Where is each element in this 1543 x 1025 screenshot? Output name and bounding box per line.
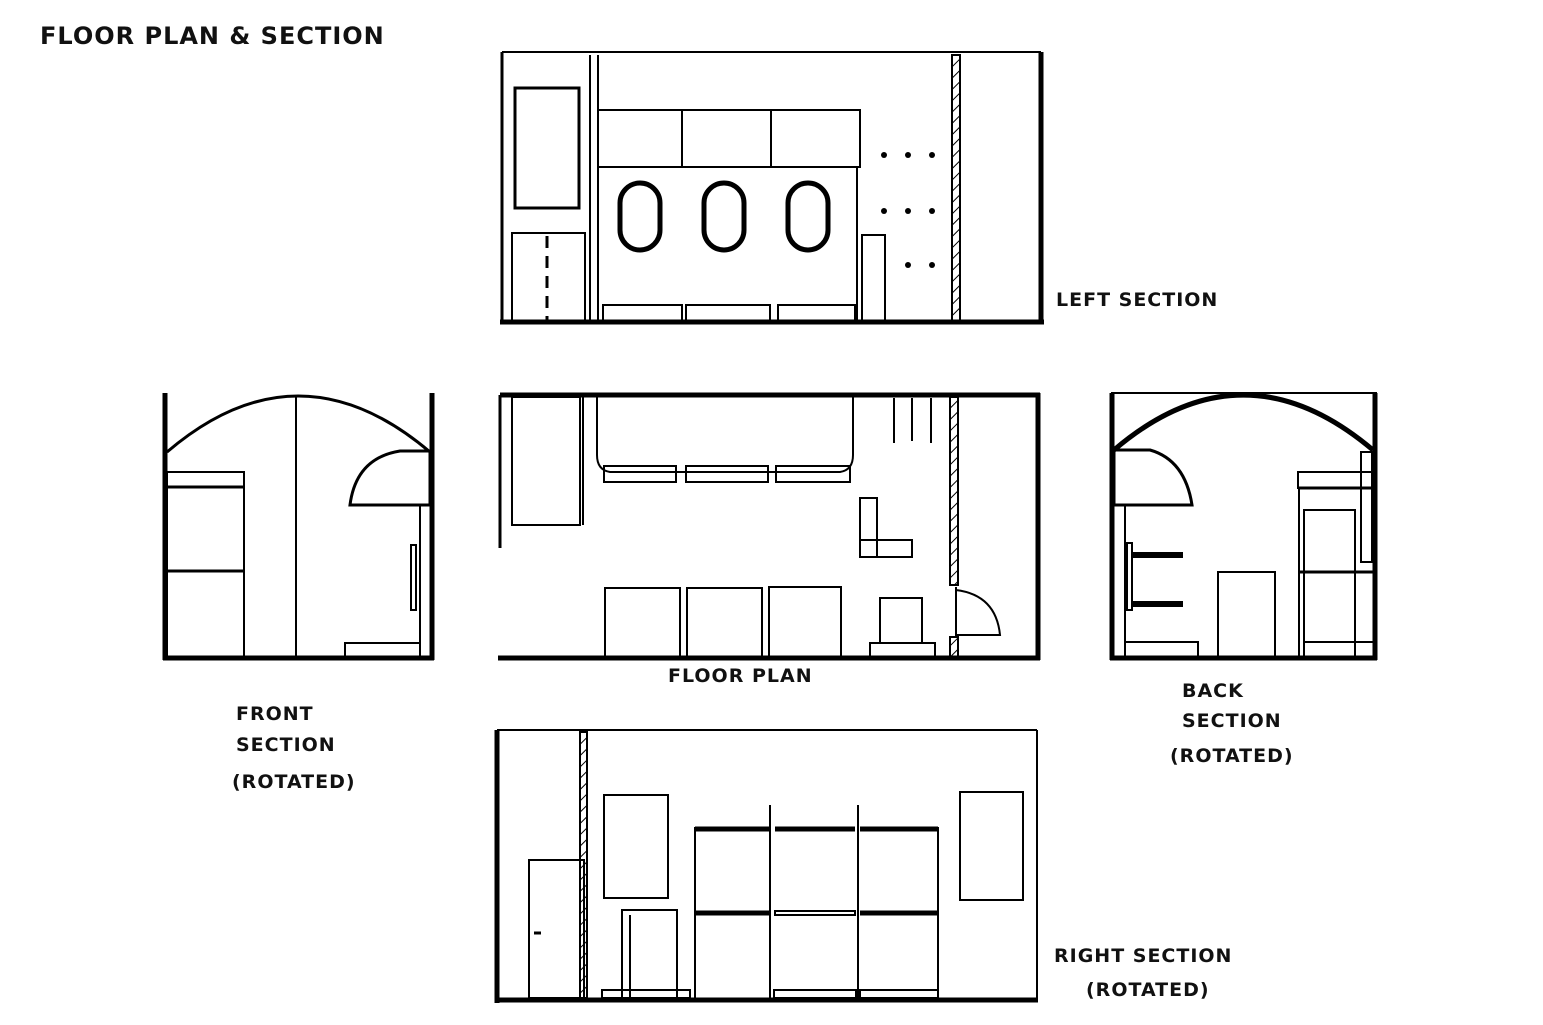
back-section-label-line3: (ROTATED) bbox=[1170, 745, 1294, 767]
door-swing bbox=[955, 587, 1002, 636]
upper-cabinets bbox=[597, 109, 861, 168]
left-section-drawing bbox=[500, 51, 1044, 325]
window-oval bbox=[701, 180, 747, 253]
right-section-label-line2: (ROTATED) bbox=[1086, 979, 1210, 1001]
couch bbox=[596, 397, 854, 473]
back-section-label-line2: SECTION bbox=[1182, 710, 1282, 732]
back-section-drawing bbox=[1109, 392, 1378, 661]
wall-panel bbox=[513, 86, 581, 210]
door bbox=[1217, 571, 1276, 659]
hood bbox=[1112, 448, 1194, 507]
window-oval bbox=[617, 180, 663, 253]
back-section-label: BACK bbox=[1182, 680, 1244, 702]
window-oval bbox=[785, 180, 831, 253]
left-section-label: LEFT SECTION bbox=[1056, 289, 1218, 311]
peg-dots bbox=[881, 152, 935, 268]
floor-plan-label: FLOOR PLAN bbox=[668, 665, 813, 687]
hatched-partition bbox=[951, 54, 961, 323]
floor-plan-drawing bbox=[498, 392, 1041, 661]
front-section-label-line2: SECTION bbox=[236, 734, 336, 756]
page-title: FLOOR PLAN & SECTION bbox=[40, 22, 385, 50]
front-section-label-line3: (ROTATED) bbox=[232, 771, 356, 793]
door bbox=[528, 859, 585, 999]
front-section-drawing bbox=[162, 393, 435, 661]
hood bbox=[348, 449, 432, 507]
front-section-label: FRONT bbox=[236, 703, 314, 725]
chair bbox=[879, 597, 923, 644]
right-section-label: RIGHT SECTION bbox=[1054, 945, 1232, 967]
wardrobe bbox=[511, 396, 581, 526]
right-section-drawing bbox=[494, 729, 1038, 1003]
